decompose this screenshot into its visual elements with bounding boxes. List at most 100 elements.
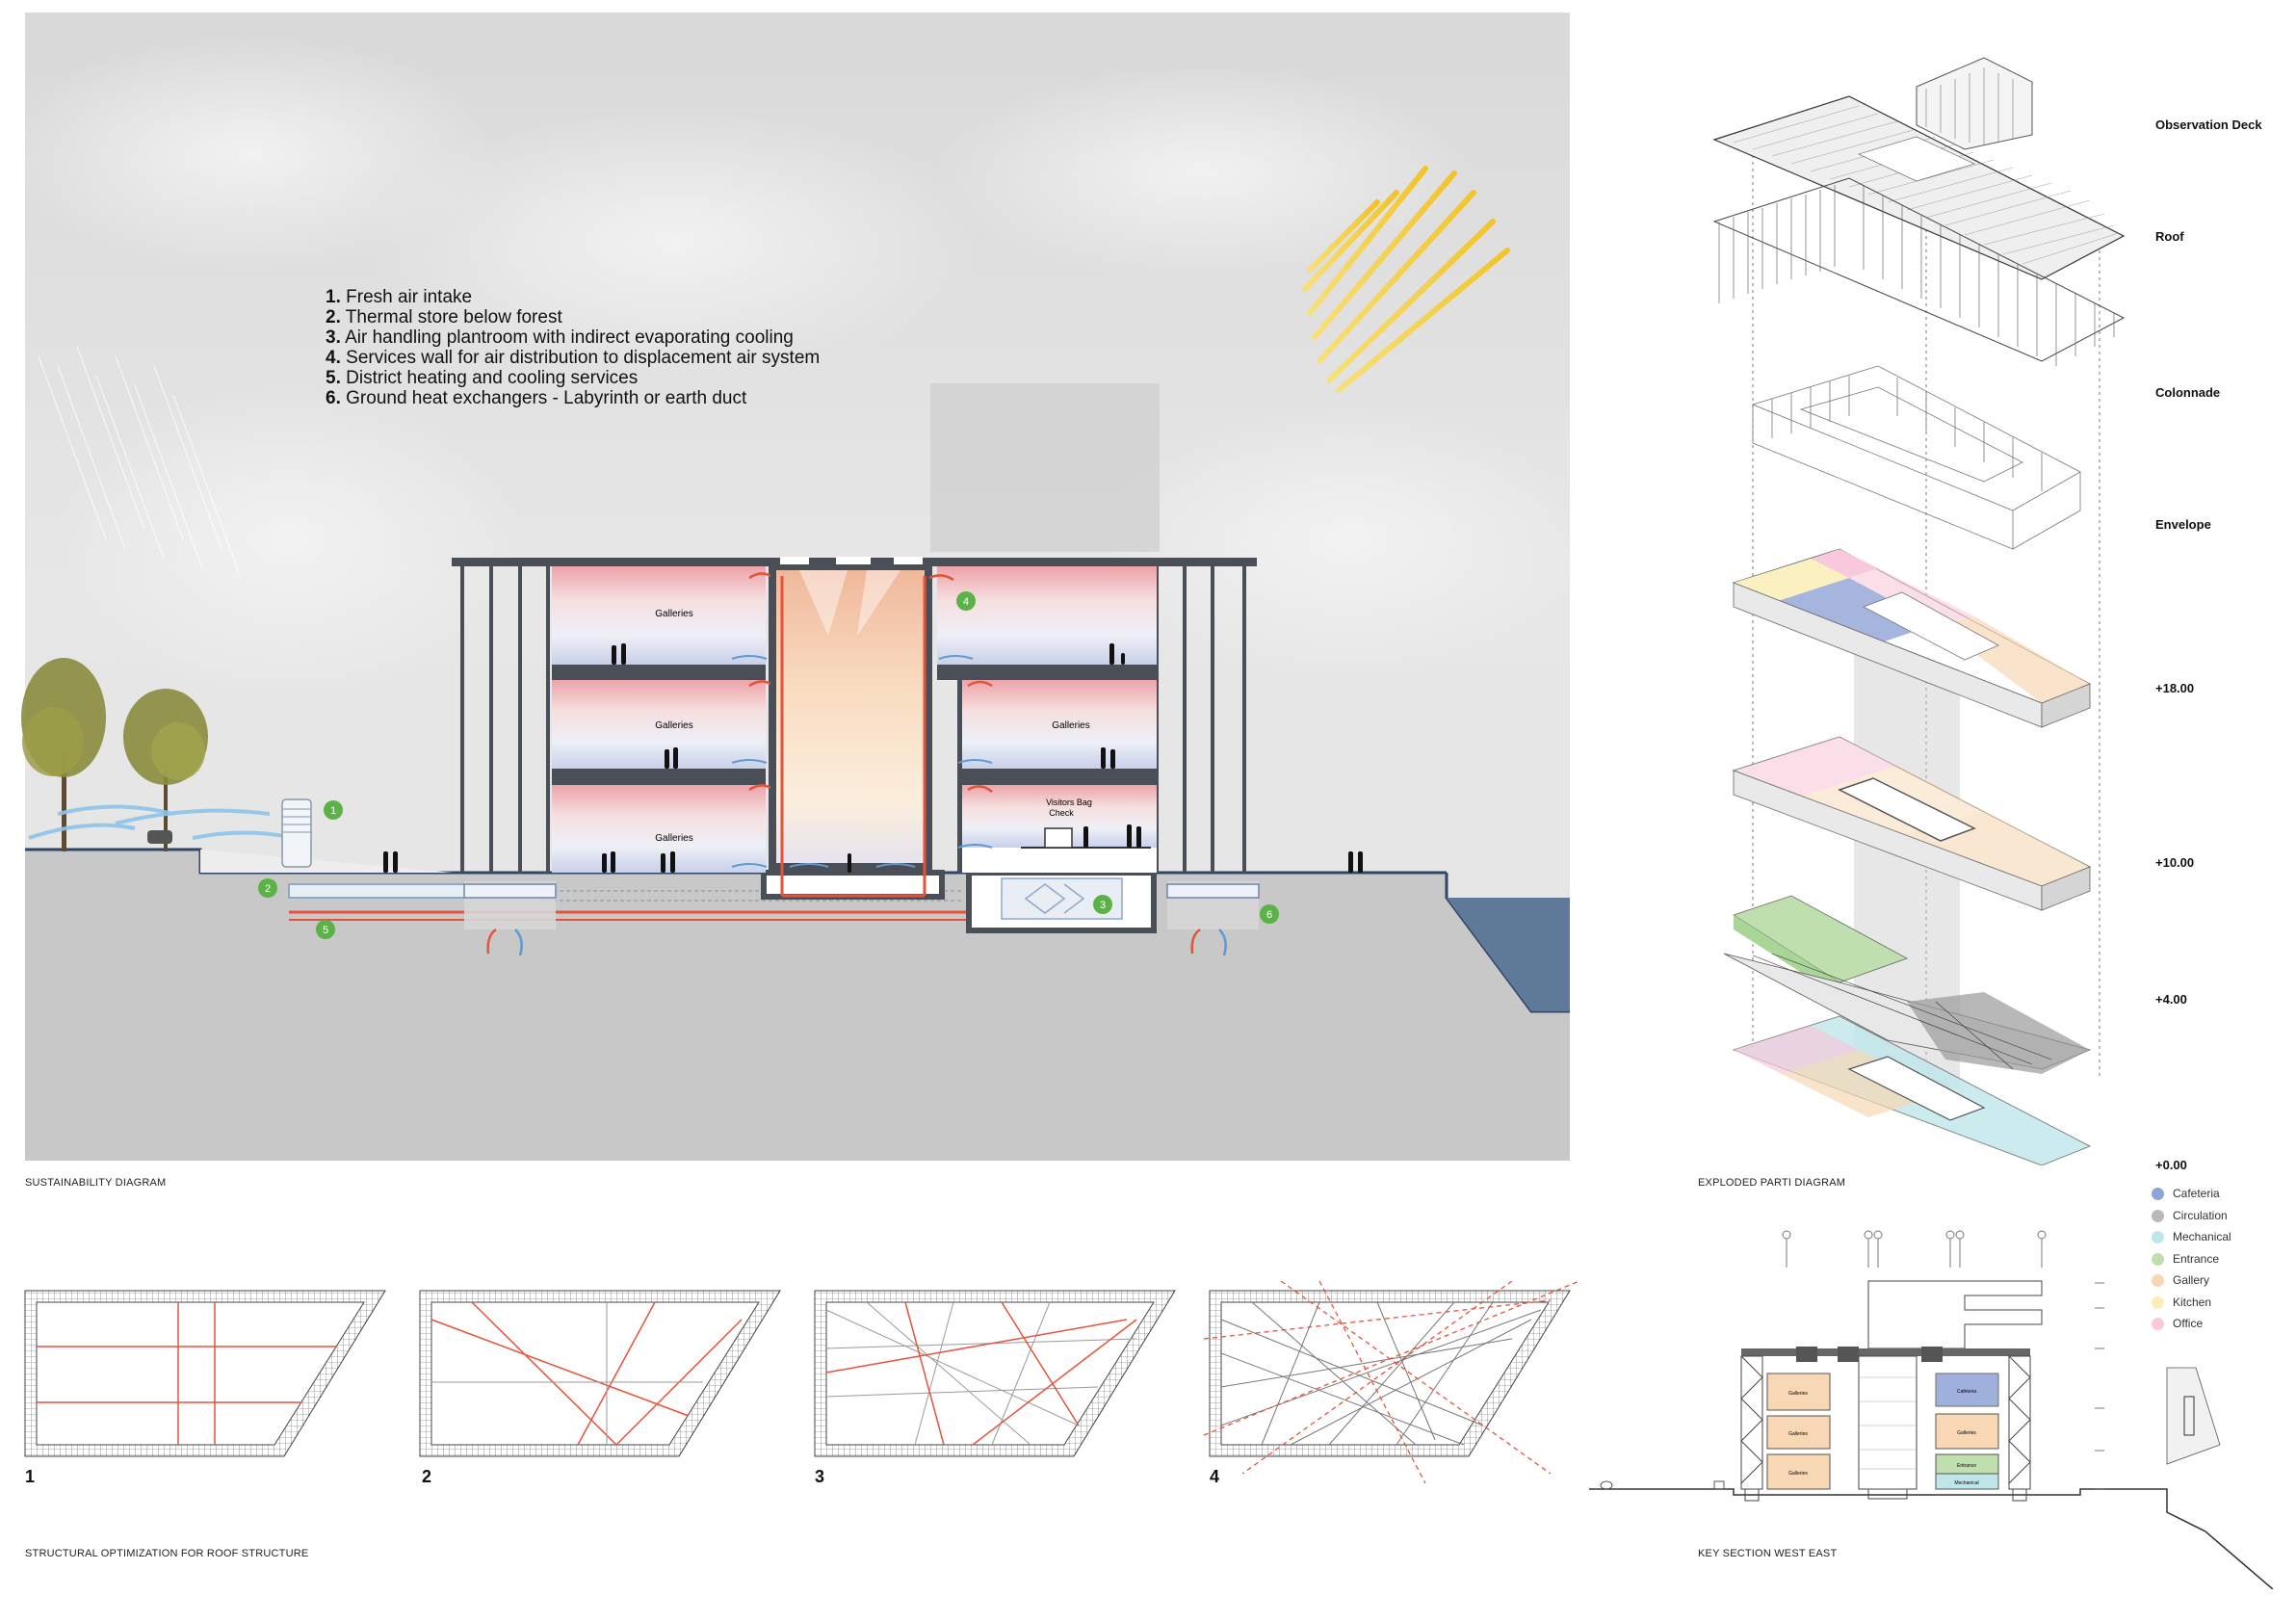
key-swatch (2152, 1317, 2164, 1330)
structure-plan-2 (419, 1290, 781, 1457)
section-room-gallery-2 (1766, 1415, 1831, 1450)
room-right-mid (957, 680, 1157, 769)
legend-item: 6. Ground heat exchangers - Labyrinth or… (326, 388, 747, 408)
key-swatch (2152, 1230, 2164, 1243)
section-label-cafeteria: Cafeteria (1957, 1389, 1977, 1395)
cool-air-arrows (731, 655, 993, 868)
key-swatch (2152, 1273, 2164, 1287)
room-label-left-mid: Galleries (655, 720, 692, 731)
structural-caption: STRUCTURAL OPTIMIZATION FOR ROOF STRUCTU… (25, 1548, 309, 1559)
key-item-entrance: Entrance (2152, 1250, 2219, 1268)
water (1447, 898, 1570, 1011)
level-label-18: +18.00 (2155, 681, 2195, 695)
legend-item: 5. District heating and cooling services (326, 368, 639, 388)
key-swatch (2152, 1187, 2164, 1200)
svg-text:5: 5 (323, 925, 328, 936)
legend-item: 4. Services wall for air distribution to… (326, 348, 821, 368)
level-label-roof: Roof (2155, 229, 2184, 244)
level-label-observation-deck: Observation Deck (2155, 118, 2262, 132)
level-label-0: +0.00 (2155, 1158, 2187, 1172)
level-label-10: +10.00 (2155, 855, 2195, 870)
key-swatch (2152, 1295, 2164, 1309)
observation-deck (1916, 57, 2033, 150)
section-room-cafeteria (1935, 1373, 1999, 1407)
wind-arrows (28, 804, 285, 840)
legend-item: 3. Air handling plantroom with indirect … (326, 327, 794, 348)
room-label-check: Check (1049, 808, 1074, 818)
room-left-top (552, 566, 766, 665)
room-left-bottom (552, 785, 766, 873)
floor-4 (1723, 895, 2092, 1074)
section-label-galleries-2: Galleries (1788, 1431, 1808, 1437)
marker-1: 1 (324, 800, 343, 820)
tower-ghost (930, 383, 1160, 552)
sun-rays (1302, 166, 1510, 393)
svg-text:3: 3 (1100, 900, 1106, 911)
section-label-entrance: Entrance (1957, 1463, 1976, 1469)
section-room-gallery-4 (1935, 1413, 1999, 1450)
warm-air-arrows (748, 572, 993, 793)
floor-18 (1732, 548, 2092, 728)
structure-step-2: 2 (422, 1467, 432, 1486)
section-label-mechanical: Mechanical (1954, 1480, 1978, 1486)
parti-caption: EXPLODED PARTI DIAGRAM (1698, 1177, 1846, 1189)
key-item-kitchen: Kitchen (2152, 1294, 2211, 1311)
structure-plan-4 (1203, 1281, 1579, 1483)
section-label-galleries-3: Galleries (1788, 1471, 1808, 1477)
trees (21, 658, 208, 851)
sustainability-legend: 1. Fresh air intake 2. Thermal store bel… (326, 287, 923, 408)
atrium (776, 570, 925, 863)
key-swatch (2152, 1209, 2164, 1222)
room-left-mid (552, 680, 766, 769)
room-right-top (937, 566, 1157, 665)
legend-item: 2. Thermal store below forest (326, 307, 562, 327)
key-item-gallery: Gallery (2152, 1271, 2209, 1289)
car (147, 830, 172, 844)
roof-plate (1712, 95, 2126, 280)
structure-plan-3 (814, 1290, 1176, 1457)
envelope-layer (1751, 365, 2081, 550)
level-label-colonnade: Colonnade (2155, 385, 2221, 400)
svg-text:2: 2 (265, 883, 271, 895)
rain-streaks (38, 346, 242, 579)
section-room-gallery-1 (1766, 1373, 1831, 1411)
key-swatch (2152, 1252, 2164, 1266)
exploded-parti-diagram (1712, 57, 2126, 1165)
key-item-circulation: Circulation (2152, 1207, 2228, 1224)
svg-text:1: 1 (330, 805, 336, 817)
room-label-left-top: Galleries (655, 609, 692, 619)
key-item-mechanical: Mechanical (2152, 1228, 2231, 1245)
structure-plan-1 (24, 1290, 386, 1457)
level-label-4: +4.00 (2155, 992, 2187, 1007)
marker-4: 4 (956, 591, 976, 611)
marker-2: 2 (258, 878, 277, 898)
legend-item: 1. Fresh air intake (326, 287, 473, 307)
section-label-galleries-1: Galleries (1788, 1391, 1808, 1397)
people-silhouettes (383, 643, 1363, 873)
room-label-visitors: Visitors Bag (1046, 798, 1092, 807)
svg-text:4: 4 (963, 596, 969, 608)
structure-step-1: 1 (25, 1467, 36, 1486)
key-section-caption: KEY SECTION WEST EAST (1698, 1548, 1838, 1559)
marker-5: 5 (316, 920, 335, 939)
colonnade-layer (1712, 177, 2126, 366)
sustainability-caption: SUSTAINABILITY DIAGRAM (25, 1177, 167, 1189)
room-label-left-bottom: Galleries (655, 833, 692, 844)
room-label-right-mid: Galleries (1052, 720, 1089, 731)
section-room-gallery-3 (1766, 1453, 1831, 1490)
lamp-posts (1782, 1230, 2047, 1268)
sustainability-diagram: Galleries Galleries Galleries Galleries … (0, 13, 1579, 1161)
floor-0 (1732, 1015, 2092, 1165)
basement-services (761, 870, 945, 900)
section-room-mechanical (1935, 1473, 1999, 1490)
marker-6: 6 (1260, 904, 1279, 924)
structural-optimization-diagrams (24, 1281, 1579, 1483)
structure-step-4: 4 (1210, 1467, 1220, 1486)
key-section-west-east: Galleries Galleries Galleries Cafeteria … (1589, 1230, 2274, 1589)
section-label-galleries-4: Galleries (1957, 1430, 1976, 1436)
level-label-envelope: Envelope (2155, 517, 2211, 532)
svg-text:6: 6 (1266, 909, 1272, 921)
floor-10 (1732, 736, 2092, 911)
key-item-cafeteria: Cafeteria (2152, 1185, 2220, 1202)
structure-step-3: 3 (815, 1467, 825, 1486)
